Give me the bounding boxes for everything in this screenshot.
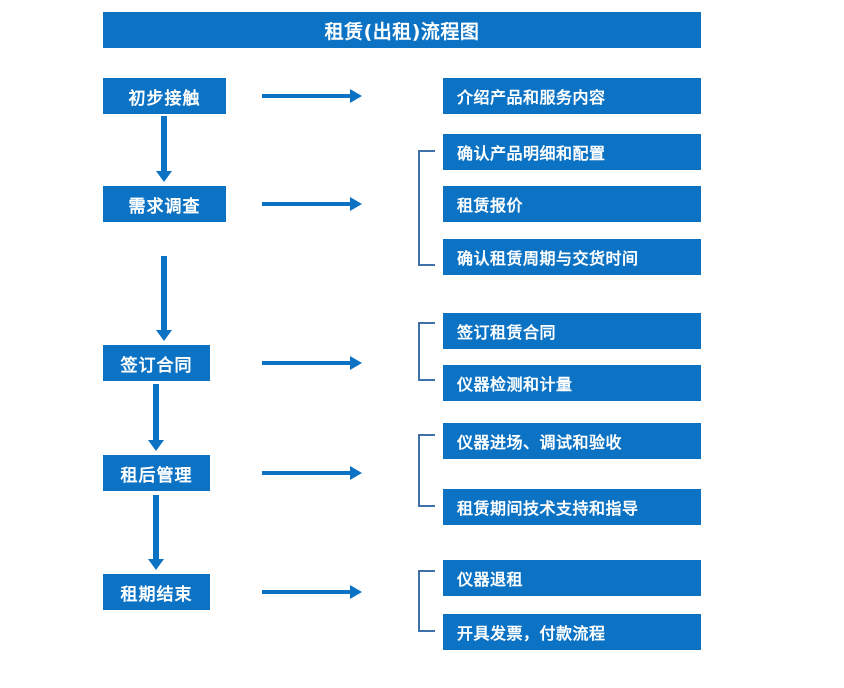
right-arrow-icon-2: [262, 197, 362, 211]
page-title: 租赁(出租)流程图: [103, 12, 701, 48]
down-arrow-icon-3: [148, 384, 164, 451]
detail-box-8[interactable]: 租赁期间技术支持和指导: [443, 489, 701, 525]
detail-box-10[interactable]: 开具发票，付款流程: [443, 614, 701, 650]
down-arrow-icon-2: [156, 256, 172, 341]
down-arrow-icon-4: [148, 495, 164, 570]
stage-box-2[interactable]: 需求调查: [103, 186, 226, 222]
stage-box-1[interactable]: 初步接触: [103, 78, 226, 114]
down-arrow-icon-1: [156, 116, 172, 182]
group-bracket-2: [418, 322, 435, 381]
right-arrow-icon-3: [262, 356, 362, 370]
detail-box-3[interactable]: 租赁报价: [443, 186, 701, 222]
detail-box-6[interactable]: 仪器检测和计量: [443, 365, 701, 401]
group-bracket-1: [418, 150, 435, 266]
detail-box-4[interactable]: 确认租赁周期与交货时间: [443, 239, 701, 275]
detail-box-5[interactable]: 签订租赁合同: [443, 313, 701, 349]
detail-box-1[interactable]: 介绍产品和服务内容: [443, 78, 701, 114]
right-arrow-icon-4: [262, 466, 362, 480]
group-bracket-4: [418, 570, 435, 632]
detail-box-7[interactable]: 仪器进场、调试和验收: [443, 423, 701, 459]
detail-box-2[interactable]: 确认产品明细和配置: [443, 134, 701, 170]
stage-box-3[interactable]: 签订合同: [103, 345, 210, 381]
detail-box-9[interactable]: 仪器退租: [443, 560, 701, 596]
stage-box-5[interactable]: 租期结束: [103, 574, 210, 610]
right-arrow-icon-5: [262, 585, 362, 599]
right-arrow-icon-1: [262, 89, 362, 103]
group-bracket-3: [418, 434, 435, 507]
stage-box-4[interactable]: 租后管理: [103, 455, 210, 491]
